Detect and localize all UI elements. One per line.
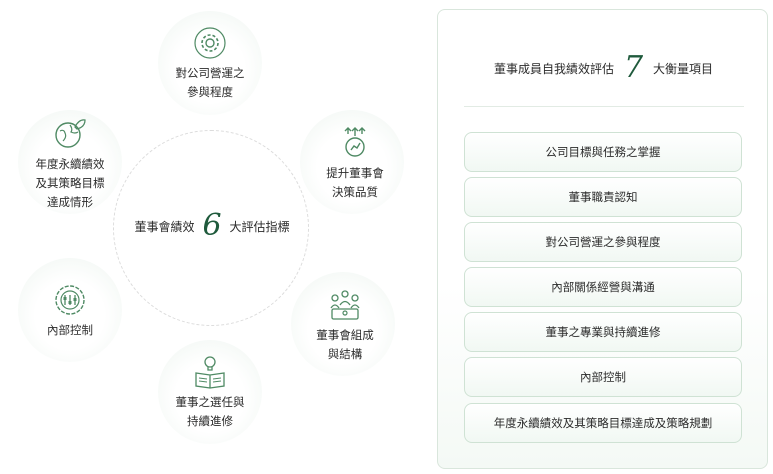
measure-item: 內部關係經營與溝通 bbox=[464, 267, 742, 307]
node-selection-training-line-1: 董事之選任與 bbox=[175, 395, 245, 409]
node-sustainability-line-1: 年度永續績效 bbox=[35, 157, 105, 171]
book-lightbulb-icon bbox=[195, 356, 225, 389]
node-decision-quality: 提升董事會 決策品質 bbox=[300, 126, 410, 202]
node-bg-sustainability bbox=[18, 110, 122, 214]
measure-item: 董事職責認知 bbox=[464, 177, 742, 217]
node-operations: 對公司營運之 參與程度 bbox=[150, 26, 270, 102]
earth-leaf-icon bbox=[55, 119, 86, 148]
node-operations-line-2: 參與程度 bbox=[187, 85, 233, 99]
node-selection-training-line-2: 持續進修 bbox=[187, 414, 233, 428]
gear-icon bbox=[194, 27, 226, 59]
measure-item: 內部控制 bbox=[464, 357, 742, 397]
node-composition: 董事會組成 與結構 bbox=[290, 288, 400, 364]
center-title-prefix: 董事會績效 bbox=[134, 219, 195, 234]
panel-title-number: 7 bbox=[623, 50, 644, 85]
node-bg-composition bbox=[291, 272, 395, 376]
team-meeting-icon bbox=[330, 290, 360, 320]
panel-title-prefix: 董事成員自我績效評估 bbox=[493, 61, 614, 76]
measure-item: 對公司營運之參與程度 bbox=[464, 222, 742, 262]
node-selection-training: 董事之選任與 持續進修 bbox=[150, 355, 270, 431]
node-internal-control: 內部控制 bbox=[10, 283, 130, 340]
center-title-suffix: 大評估指標 bbox=[229, 219, 290, 234]
node-sustainability-line-2: 及其策略目標 bbox=[35, 176, 105, 190]
measure-item: 公司目標與任務之掌握 bbox=[464, 132, 742, 172]
node-composition-line-1: 董事會組成 bbox=[316, 328, 374, 342]
center-title: 董事會績效 6 大評估指標 bbox=[122, 206, 302, 246]
control-sliders-icon bbox=[55, 285, 85, 315]
measure-item: 董事之專業與持續進修 bbox=[464, 312, 742, 352]
node-composition-line-2: 與結構 bbox=[327, 347, 363, 361]
node-sustainability-line-3: 達成情形 bbox=[47, 195, 93, 209]
node-bg-decision-quality bbox=[300, 110, 404, 214]
node-bg-internal-control bbox=[18, 258, 122, 362]
growth-chart-icon bbox=[344, 127, 366, 157]
panel-title-suffix: 大衡量項目 bbox=[653, 61, 714, 76]
measure-item: 年度永續績效及其策略目標達成及策略規劃 bbox=[464, 403, 742, 443]
panel-title: 董事成員自我績效評估 7 大衡量項目 bbox=[438, 48, 769, 88]
node-sustainability: 年度永續績效 及其策略目標 達成情形 bbox=[10, 117, 130, 212]
node-internal-control-line-1: 內部控制 bbox=[47, 323, 93, 337]
panel-divider bbox=[464, 106, 744, 107]
center-ring bbox=[113, 130, 309, 326]
node-operations-line-1: 對公司營運之 bbox=[175, 66, 245, 80]
node-decision-quality-line-2: 決策品質 bbox=[332, 185, 378, 199]
center-title-number: 6 bbox=[202, 208, 222, 243]
self-evaluation-panel: 董事成員自我績效評估 7 大衡量項目 公司目標與任務之掌握 董事職責認知 對公司… bbox=[437, 9, 768, 469]
node-decision-quality-line-1: 提升董事會 bbox=[326, 166, 384, 180]
